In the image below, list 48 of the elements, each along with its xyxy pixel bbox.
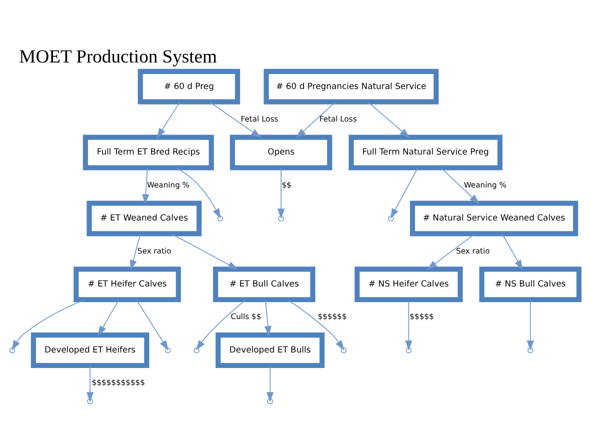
arrow <box>176 167 221 219</box>
arrow <box>266 365 274 402</box>
node-box: # ET Heifer Calves <box>74 266 181 302</box>
edge-label: Fetal Loss <box>240 114 278 124</box>
edge-label: Fetal Loss <box>319 114 357 124</box>
edge-label: Sex ratio <box>137 246 172 256</box>
arrow <box>390 168 418 219</box>
arrow <box>98 299 120 336</box>
node-box: # Natural Service Weaned Calves <box>410 200 578 236</box>
arrow <box>170 233 238 270</box>
node-box: # 60 d Preg <box>138 68 240 104</box>
node-box: # NS Bull Calves <box>479 266 582 302</box>
diagram-title: MOET Production System <box>19 46 218 68</box>
edge-label: Weaning % <box>146 180 190 190</box>
node-box: # ET Bull Calves <box>213 266 316 302</box>
arrow <box>12 299 86 350</box>
arrow <box>526 299 534 351</box>
node-box: Opens <box>230 134 332 170</box>
edge-label: Weaning % <box>464 180 506 190</box>
arrow <box>368 102 410 138</box>
node-box: Full Term ET Bred Recips <box>82 134 214 170</box>
arrow <box>405 299 412 351</box>
arrow <box>286 299 344 350</box>
edge-label: $$$$$$$$$$$ <box>92 378 145 388</box>
arrow <box>296 102 336 138</box>
arrow <box>130 233 141 270</box>
arrow <box>278 168 285 219</box>
edge-label: $$$$$ <box>410 312 434 322</box>
arrow <box>196 299 246 350</box>
edge-label: $$$$$$ <box>318 312 347 322</box>
arrow <box>156 102 180 138</box>
node-box: # NS Heifer Calves <box>354 266 463 302</box>
arrow <box>142 168 150 204</box>
node-box: Full Term Natural Service Preg <box>348 134 502 170</box>
arrow <box>264 299 272 336</box>
arrow <box>209 101 262 138</box>
arrow <box>86 365 94 402</box>
edge-label: $$ <box>282 180 292 190</box>
edge-label: Culls $$ <box>230 312 262 322</box>
arrow <box>440 168 480 204</box>
node-box: # ET Weaned Calves <box>86 200 202 236</box>
arrow <box>502 233 523 270</box>
node-box: # 60 d Pregnancies Natural Service <box>264 68 439 104</box>
arrow <box>427 233 476 270</box>
node-box: Developed ET Bulls <box>216 332 325 368</box>
node-box: Developed ET Heifers <box>30 332 150 368</box>
edge-label: Sex ratio <box>456 246 490 256</box>
arrow <box>136 299 168 350</box>
